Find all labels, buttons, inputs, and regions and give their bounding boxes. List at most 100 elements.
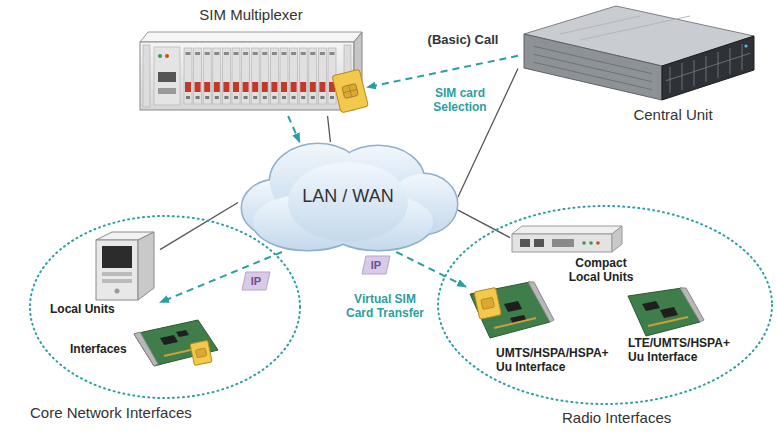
tag-shape — [362, 256, 390, 274]
server-illustration-part — [662, 36, 754, 100]
protocol-tag: IP — [242, 272, 270, 290]
protocol-tag: IP — [362, 256, 390, 274]
server-illustration — [524, 6, 754, 100]
board-illustration-part — [474, 287, 501, 319]
tag-shape — [242, 272, 270, 290]
board-illustration-part — [134, 320, 218, 366]
link-line — [328, 116, 331, 142]
rack-illustration-part — [309, 48, 317, 104]
board-node: Interfaces — [64, 320, 216, 370]
rack-illustration-part-part — [342, 84, 358, 99]
chassis-illustration-part — [552, 239, 574, 247]
board-illustration — [470, 282, 554, 338]
board-illustration — [628, 288, 704, 336]
tower-illustration-part — [102, 279, 132, 283]
board-illustration-part — [504, 301, 522, 312]
server-illustration-part — [666, 53, 750, 80]
edge-caption-box: SIM card Selection — [425, 86, 495, 114]
protocol-tag-box: IP — [362, 256, 390, 274]
server-illustration-part — [560, 16, 690, 40]
dashed-arrow — [367, 56, 518, 88]
rack-illustration-part — [251, 48, 259, 104]
server-illustration-part — [534, 46, 652, 89]
board-illustration-part — [528, 282, 554, 322]
board-illustration-part — [660, 307, 678, 318]
rack-illustration-part — [213, 48, 221, 104]
board-node: UMTS/HSPA/HSPA+ Uu Interface — [466, 282, 626, 378]
link-line — [458, 210, 510, 237]
board-illustration-part — [176, 330, 189, 337]
rack-illustration-part — [299, 48, 307, 104]
rack-illustration-part — [332, 69, 368, 113]
rack-illustration-part — [154, 47, 180, 105]
server-node: Central Unit — [518, 2, 758, 130]
node-label: Central Unit — [608, 106, 738, 124]
chassis-node: Compact Local Units — [510, 224, 640, 292]
board-illustration-part — [648, 317, 688, 326]
rack-illustration-part — [280, 48, 288, 104]
server-illustration-part — [744, 44, 747, 47]
rack-illustration-part — [290, 48, 298, 104]
tower-illustration — [96, 232, 154, 300]
protocol-tag-box: IP — [242, 272, 270, 290]
rack-illustration-part — [165, 54, 169, 58]
chassis-illustration-part — [520, 239, 530, 247]
node-label: SIM Multiplexer — [135, 6, 367, 24]
board-illustration-part — [680, 288, 704, 322]
node-label: Compact Local Units — [564, 256, 638, 284]
board-illustration-part — [494, 318, 536, 328]
region-outline — [436, 204, 774, 406]
top-caption-box: (Basic) Call — [418, 32, 508, 48]
board-node: LTE/UMTS/HSPA+ Uu Interface — [626, 288, 742, 368]
rack-illustration-part — [158, 72, 176, 82]
rack-illustration-part-part — [342, 84, 358, 99]
chassis-illustration-part — [534, 239, 544, 247]
edge-caption: SIM card Selection — [425, 86, 495, 114]
node-label: Local Units — [50, 302, 130, 316]
rack-illustration-part — [270, 48, 278, 104]
tower-illustration-part — [96, 240, 138, 300]
server-illustration-part — [524, 34, 662, 100]
board-illustration-part — [134, 332, 158, 366]
rack-illustration-part — [318, 48, 326, 104]
rack-illustration-part — [232, 48, 240, 104]
dashed-arrow — [396, 252, 466, 287]
region-node: Radio InterfacesCompact Local UnitsUMTS/… — [436, 204, 774, 406]
node-label: LTE/UMTS/HSPA+ Uu Interface — [628, 336, 740, 364]
rack-illustration-part — [140, 42, 354, 110]
chassis-illustration-part — [512, 226, 622, 234]
rack-illustration-part — [242, 48, 250, 104]
region-ellipse — [438, 206, 772, 404]
top-caption: (Basic) Call — [418, 32, 508, 48]
region-heading: Radio Interfaces — [562, 409, 762, 427]
tower-illustration-part — [115, 289, 120, 294]
rack-illustration-part — [261, 48, 269, 104]
rack-illustration-part — [194, 48, 202, 104]
node-label: Interfaces — [70, 342, 134, 356]
chassis-illustration-part — [596, 241, 600, 245]
board-illustration — [134, 320, 218, 366]
rack-illustration-part — [140, 32, 362, 42]
node-label: UMTS/HSPA/HSPA+ Uu Interface — [496, 346, 616, 374]
chassis-illustration — [512, 226, 622, 252]
region-node: Core Network InterfacesLocal UnitsInterf… — [28, 214, 302, 400]
board-illustration-part — [160, 335, 178, 345]
board-illustration-part — [190, 340, 212, 365]
cloud-node: LAN / WAN — [238, 142, 458, 252]
tower-illustration-part — [138, 232, 154, 300]
rack-illustration-part — [158, 88, 176, 94]
region-heading: Core Network Interfaces — [30, 404, 250, 422]
edge-caption-box: Virtual SIM Card Transfer — [340, 292, 430, 320]
dashed-arrow — [288, 116, 299, 142]
board-illustration-part-part — [195, 348, 206, 358]
edge-caption: Virtual SIM Card Transfer — [340, 292, 430, 320]
dashed-arrow — [160, 252, 282, 302]
chassis-illustration-part — [589, 241, 593, 245]
board-illustration-part-part — [474, 287, 501, 319]
rack-illustration-part — [143, 45, 150, 107]
rack-illustration-part-part — [332, 69, 368, 113]
chassis-illustration-part — [512, 234, 612, 252]
board-illustration-part-part — [190, 340, 212, 365]
tower-node: Local Units — [46, 232, 160, 320]
chassis-illustration-part — [612, 226, 622, 252]
